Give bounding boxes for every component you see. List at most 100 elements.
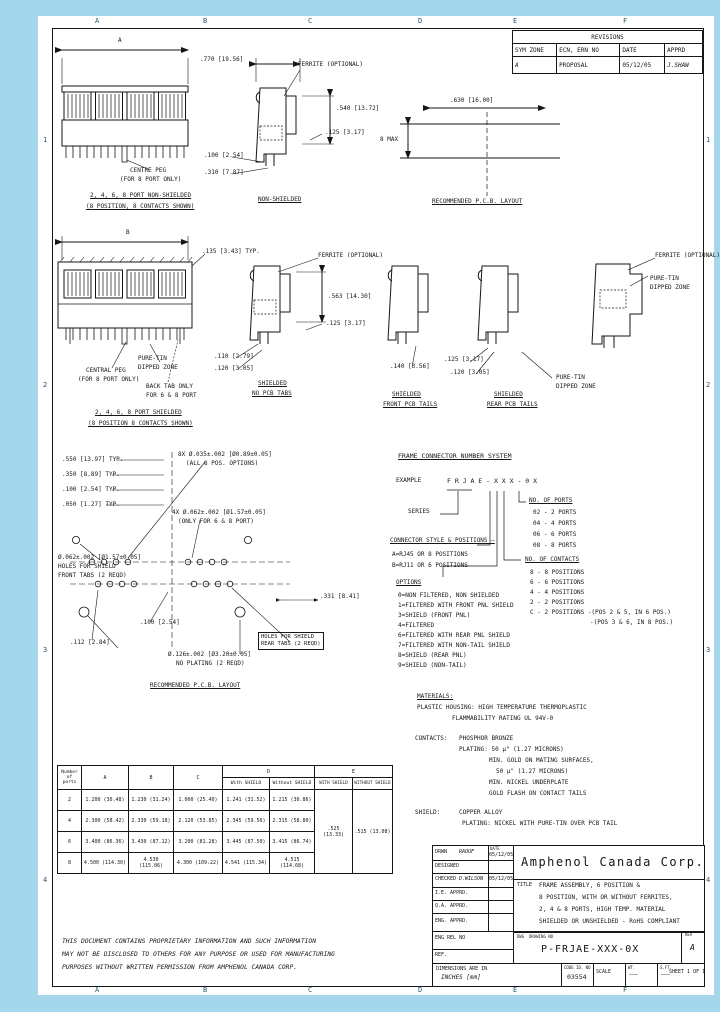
zone-marker-top: B (203, 17, 208, 25)
size-col-e-with: WITH SHIELD (314, 777, 353, 790)
hole-callout: FRONT TABS (2 REQD) (58, 572, 127, 579)
numbering-style-item: B=RJ11 OR 6 POSITIONS (392, 562, 468, 569)
dim-label: .100 [2.54] (204, 152, 244, 159)
puretin-callout: PURE-TIN (650, 275, 679, 282)
size-col-ports: Number of ports (57, 765, 82, 790)
revision-table: REVISIONS SYM ZONE ECN, ERN NO DATE APPR… (511, 30, 703, 74)
size-cell: 3.445 (87.50) (222, 831, 270, 853)
size-cell: 2 (57, 789, 82, 811)
size-cell: 1.200 (30.48) (81, 789, 129, 811)
hole-callout: 4X Ø.062±.002 [Ø1.57±0.05] (172, 509, 266, 516)
numbering-options-item: 8=SHIELD (REAR PNL) (398, 652, 467, 659)
dim-label: .310 [7.87] (204, 169, 244, 176)
view-caption: NO PCB TABS (252, 390, 292, 397)
puretin-callout: DIPPED ZONE (650, 284, 690, 291)
zone-marker-right: 4 (706, 876, 711, 884)
designed-label: DESIGNED (435, 863, 460, 869)
hole-callout: Ø.126±.002 [Ø3.20±0.05] (168, 651, 252, 658)
title-label: TITLE (517, 882, 533, 888)
view-caption-side: NON-SHIELDED (258, 196, 302, 203)
centre-peg-callout: (FOR 8 PORT ONLY) (120, 176, 182, 183)
numbering-contacts-item: 8 - 8 POSITIONS (530, 569, 585, 576)
revisions-title: REVISIONS (512, 30, 703, 44)
size-col-d-without: Without SHIELD (269, 777, 315, 790)
puretin-callout: DIPPED ZONE (138, 364, 178, 371)
zone-marker-bottom: C (308, 986, 313, 994)
rev-label: REV (685, 932, 693, 937)
checked-value: D.WILSON (459, 876, 484, 882)
title-block: DRWN RAOUF DATE 05/12/05 DESIGNED CHECKE… (432, 845, 705, 987)
pcb-layout-caption: RECOMMENDED P.C.B. LAYOUT (150, 682, 241, 689)
rev-value: A (690, 943, 695, 952)
central-peg-callout: CENTRAL PEG (86, 367, 126, 374)
size-cell: 4 (57, 810, 82, 832)
size-cell: 3.200 (81.28) (173, 831, 223, 853)
proprietary-note-line: PURPOSES WITHOUT WRITTEN PERMISSION FROM… (62, 964, 298, 971)
numbering-ports-item: 02 - 2 PORTS (533, 509, 577, 516)
ferrite-callout: FERRITE (OPTIONAL) (655, 252, 720, 259)
numbering-options-item: 1=FILTERED WITH FRONT PNL SHIELD (398, 602, 514, 609)
dims-note-units: INCHES [mm] (441, 974, 481, 981)
size-cell: 3.415 (86.74) (269, 831, 315, 853)
dim-label: .550 [13.97] TYP. (62, 456, 124, 463)
proprietary-note-line: MAY NOT BE DISCLOSED TO OTHERS FOR ANY P… (62, 951, 335, 958)
drawing-border (52, 28, 704, 987)
zone-marker-bottom: B (203, 986, 208, 994)
size-col-d: D (222, 765, 315, 778)
rear-tabs-note-line: HOLES FOR SHIELD (261, 634, 314, 640)
zone-marker-left: 3 (43, 646, 48, 654)
size-cell: 4.500 (114.30) (81, 852, 129, 874)
materials-label: MATERIALS: (417, 693, 454, 700)
contacts-line: GOLD FLASH ON CONTACT TAILS (489, 790, 587, 797)
pcb-layout-caption: RECOMMENDED P.C.B. LAYOUT (432, 198, 523, 205)
zone-marker-bottom: E (513, 986, 518, 994)
size-cell-e-with: .525 (13.33) (314, 789, 353, 874)
numbering-options-item: 7=FILTERED WITH NON-TAIL SHIELD (398, 642, 510, 649)
qa-apprd-label: Q.A. APPRD. (435, 903, 469, 909)
numbering-contacts-item: C - 2 POSITIONS -(POS 2 & 5, IN 6 POS.) (530, 609, 671, 616)
backtab-callout: BACK TAB ONLY (146, 383, 193, 390)
puretin-callout: PURE-TIN (138, 355, 167, 362)
view-caption-nonshielded-sub: (8 POSITION, 8 CONTACTS SHOWN) (86, 203, 195, 210)
dim-label: .331 [8.41] (320, 593, 360, 600)
checked-label: CHECKED (435, 876, 457, 882)
drawing-no-label: DRAWING NO (529, 934, 554, 939)
zone-marker-top: E (513, 17, 518, 25)
drawing-number: P-FRJAE-XXX-0X (541, 944, 640, 955)
hole-callout: 8X Ø.035±.002 [Ø0.89±0.05] (178, 451, 272, 458)
dim-label: .120 [3.05] (214, 365, 254, 372)
size-cell: 1.241 (31.52) (222, 789, 270, 811)
dim-label: .630 [16.00] (450, 97, 494, 104)
dim-label: .120 [3.05] (450, 369, 490, 376)
contacts-line: PLATING: 50 µ" (1.27 MICRONS) (459, 746, 564, 753)
size-cell: 4.300 (109.22) (173, 852, 223, 874)
view-caption-shielded-sub: (8 POSITION 8 CONTACTS SHOWN) (88, 420, 193, 427)
numbering-example-label: EXAMPLE (396, 477, 422, 484)
size-col-c: C (173, 765, 223, 790)
numbering-ports-item: 04 - 4 PORTS (533, 520, 577, 527)
numbering-options-item: 9=SHIELD (NON-TAIL) (398, 662, 467, 669)
hole-callout: NO PLATING (2 REQD) (176, 660, 245, 667)
zone-marker-top: C (308, 17, 313, 25)
rev-ecn: PROPOSAL (556, 56, 621, 74)
size-cell: 4.515 (114.68) (269, 852, 315, 874)
rev-col-sym: SYM ZONE (511, 43, 558, 57)
size-cell: 1.230 (31.24) (128, 789, 174, 811)
hole-callout: HOLES FOR SHIELD (58, 563, 116, 570)
view-caption-shielded: 2, 4, 6, 8 PORT SHIELDED (95, 409, 182, 416)
date-label: DATE (490, 846, 500, 851)
contacts-label: CONTACTS: (415, 735, 448, 742)
drwn-date: 05/12/05 (489, 852, 514, 858)
sheet-label: SHEET 1 OF 1 (669, 969, 706, 975)
eng-rel-label: ENG REL NO (435, 935, 466, 941)
contacts-line: 50 µ" (1.27 MICRONS) (496, 768, 569, 775)
size-cell: 8 (57, 852, 82, 874)
size-cell-e-without: .515 (13.08) (352, 789, 393, 874)
size-cell: 2.300 (58.42) (81, 810, 129, 832)
scale-label: SCALE (596, 969, 612, 975)
ferrite-callout: FERRITE (OPTIONAL) (298, 61, 364, 68)
code-id-value: 03554 (567, 973, 587, 981)
size-table: Number of ports A B C D E With SHIELD Wi… (57, 765, 393, 874)
title-line: 2, 4 & 8 PORTS, HIGH TEMP. MATERIAL (539, 906, 666, 913)
size-cell: 1.000 (25.40) (173, 789, 223, 811)
